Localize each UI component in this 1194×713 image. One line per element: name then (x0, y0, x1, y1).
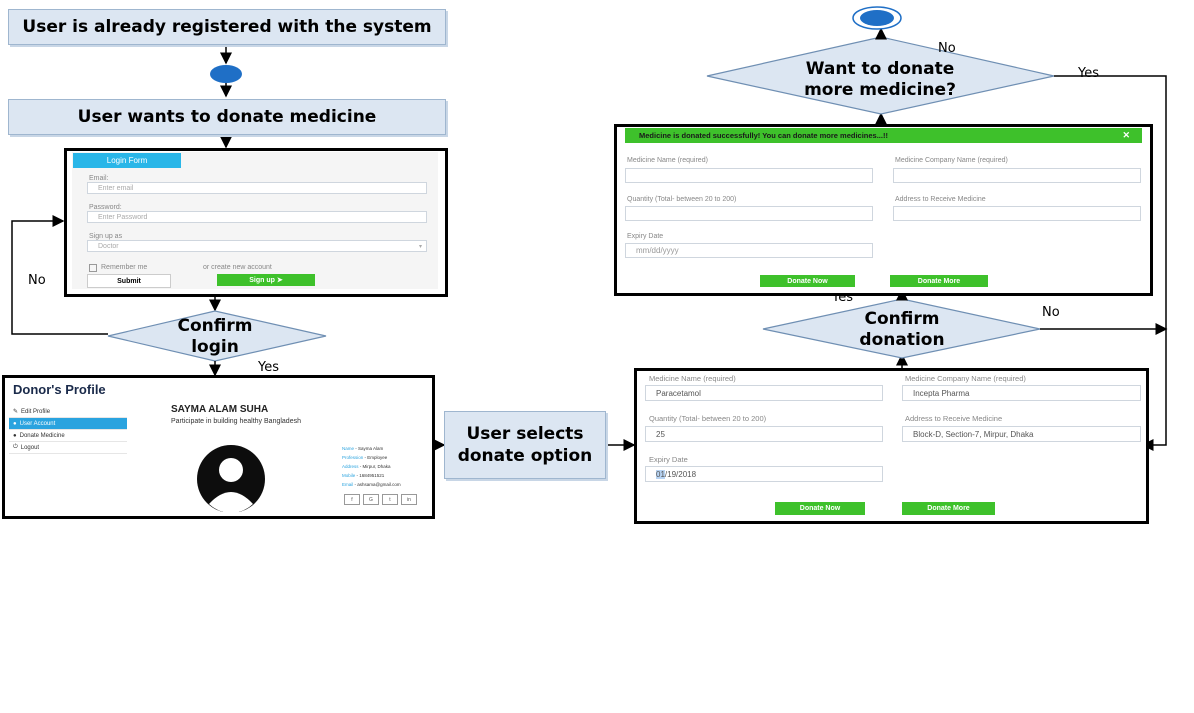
profile-heading: Donor's Profile (13, 382, 106, 397)
avatar (197, 445, 265, 512)
medicine-name-label: Medicine Name (required) (649, 374, 736, 383)
address-field[interactable] (893, 206, 1141, 221)
label-yes-login: Yes (258, 360, 279, 375)
quantity-label: Quantity (Total- between 20 to 200) (627, 196, 737, 203)
expiry-field[interactable]: mm/dd/yyyy (625, 243, 873, 258)
detail-row: Mobile - 1684951521 (342, 473, 385, 478)
donate-now-button[interactable]: Donate Now (775, 502, 865, 515)
twitter-icon[interactable]: t (382, 494, 398, 505)
expiry-label: Expiry Date (627, 233, 664, 240)
detail-row: Profession - Employee (342, 455, 388, 460)
detail-row: Name - Sayma Alam (342, 446, 384, 451)
user-icon: ● (13, 432, 17, 439)
success-alert: Medicine is donated successfully! You ca… (625, 128, 1142, 143)
company-label: Medicine Company Name (required) (905, 374, 1026, 383)
close-icon[interactable]: ✕ (1122, 130, 1130, 140)
login-form-tab[interactable]: Login Form (73, 153, 181, 168)
menu-edit-profile[interactable]: ✎Edit Profile (9, 406, 127, 418)
chevron-down-icon: ▾ (418, 243, 422, 250)
submit-button[interactable]: Submit (87, 274, 171, 288)
medicine-name-label: Medicine Name (required) (627, 157, 708, 164)
donate-more-text: Want to donate more medicine? (804, 59, 956, 100)
label-no-login: No (28, 273, 46, 288)
email-label: Email: (89, 175, 109, 182)
facebook-icon[interactable]: f (344, 494, 360, 505)
donate-more-button[interactable]: Donate More (902, 502, 995, 515)
company-field[interactable]: Incepta Pharma (902, 385, 1141, 401)
label-no-more: No (938, 41, 956, 56)
donor-profile-screenshot: Donor's Profile ✎Edit Profile ●User Acco… (2, 375, 435, 519)
confirm-login-text: Confirm login (177, 316, 253, 357)
remember-label: Remember me (101, 264, 148, 271)
quantity-field[interactable] (625, 206, 873, 221)
arrow-more-yes-loop (1054, 75, 1167, 451)
linkedin-icon[interactable]: in (401, 494, 417, 505)
company-label: Medicine Company Name (required) (895, 157, 1008, 164)
expiry-field[interactable]: 01/19/2018 (645, 466, 883, 482)
address-label: Address to Receive Medicine (905, 414, 1003, 423)
pencil-icon: ✎ (13, 409, 19, 415)
expiry-label: Expiry Date (649, 455, 688, 464)
donate-now-button[interactable]: Donate Now (760, 275, 855, 287)
menu-user-account-label: User Account (19, 420, 56, 427)
detail-row: Email - ashsama@gmail.com (342, 482, 401, 487)
address-field[interactable]: Block-D, Section-7, Mirpur, Dhaka (902, 426, 1141, 442)
menu-donate-medicine-label: Donate Medicine (19, 432, 65, 439)
label-yes-more: Yes (1078, 66, 1099, 81)
menu-donate-medicine[interactable]: ●Donate Medicine (9, 430, 127, 442)
address-label: Address to Receive Medicine (895, 196, 986, 203)
donation-form-screenshot: Medicine Name (required) Paracetamol Med… (634, 368, 1149, 524)
quantity-label: Quantity (Total- between 20 to 200) (649, 414, 767, 423)
success-form-screenshot: Medicine is donated successfully! You ca… (614, 124, 1153, 296)
profile-tagline: Participate in building healthy Banglade… (171, 418, 301, 425)
email-field[interactable]: Enter email (87, 182, 427, 194)
signup-button[interactable]: Sign up ➤ (217, 274, 315, 286)
signup-as-select[interactable]: Doctor ▾ (87, 240, 427, 252)
menu-logout-label: Logout (20, 444, 40, 451)
banner-wants-donate: User wants to donate medicine (8, 99, 446, 135)
profile-name: SAYMA ALAM SUHA (171, 404, 269, 415)
create-account-link[interactable]: or create new account (203, 264, 272, 271)
signup-as-label: Sign up as (89, 233, 123, 240)
banner-registered: User is already registered with the syst… (8, 9, 446, 45)
company-field[interactable] (893, 168, 1141, 183)
logout-icon: ⏻ (13, 444, 18, 450)
remember-checkbox[interactable] (89, 264, 97, 272)
label-no-donation: No (1042, 305, 1060, 320)
start-node (210, 65, 242, 83)
user-icon: ● (13, 420, 17, 427)
login-form-screenshot: Login Form Email: Enter email Password: … (64, 148, 448, 297)
profile-details: Name - Sayma Alam Profession - Employee … (342, 444, 401, 489)
expiry-highlight: 01 (656, 469, 665, 479)
menu-edit-profile-label: Edit Profile (21, 408, 51, 415)
expiry-rest: /19/2018 (664, 469, 697, 479)
menu-logout[interactable]: ⏻Logout (9, 442, 127, 454)
end-node-inner (860, 10, 894, 26)
banner-selects-option: User selects donate option (444, 411, 606, 479)
detail-row: Address - Mirpur, Dhaka (342, 464, 391, 469)
quantity-field[interactable]: 25 (645, 426, 883, 442)
password-label: Password: (89, 204, 122, 211)
donate-more-button[interactable]: Donate More (890, 275, 988, 287)
password-field[interactable]: Enter Password (87, 211, 427, 223)
confirm-login-diamond (107, 310, 327, 362)
arrow-login-no-loop (11, 215, 108, 335)
google-icon[interactable]: G (363, 494, 379, 505)
medicine-name-field[interactable] (625, 168, 873, 183)
success-message: Medicine is donated successfully! You ca… (639, 131, 888, 140)
signup-as-value: Doctor (98, 242, 119, 250)
confirm-donation-text: Confirm donation (859, 309, 945, 350)
medicine-name-field[interactable]: Paracetamol (645, 385, 883, 401)
menu-user-account[interactable]: ●User Account (9, 418, 127, 430)
